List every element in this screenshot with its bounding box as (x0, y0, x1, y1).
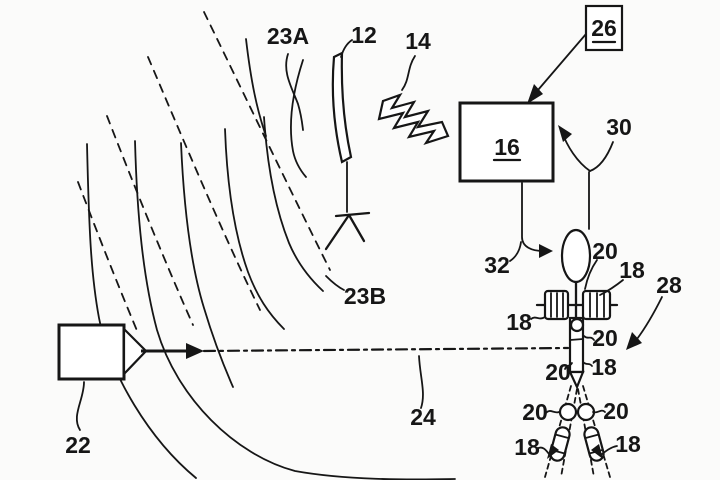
leader-18-right-lower (582, 361, 593, 367)
calf-arrowhead-left-icon (547, 444, 559, 459)
label-24: 24 (410, 404, 436, 430)
leader-28 (636, 296, 663, 340)
leader-18-left-calf (536, 446, 550, 455)
wavefront-dashed-line (203, 11, 331, 271)
chest-sensor (569, 317, 585, 333)
reflector-plate (324, 51, 371, 251)
wavefront-arc (180, 142, 234, 388)
wavefronts-solid (86, 38, 456, 480)
torso-tick (569, 338, 584, 341)
leader-30 (589, 141, 614, 172)
label-18-left-arm: 18 (506, 309, 532, 335)
label-16: 16 (494, 134, 520, 160)
leader-28-arrowhead-icon (626, 332, 642, 350)
label-18-right-calf: 18 (615, 431, 641, 457)
leader-18-upper-right (599, 279, 624, 296)
calf-sensor-left (549, 426, 571, 462)
label-20-right-knee: 20 (603, 398, 629, 424)
leader-20-right-torso (583, 335, 595, 341)
leader-23B (325, 275, 345, 291)
label-22: 22 (65, 432, 91, 458)
leader-20-left-torso (564, 362, 573, 370)
callout-box: 26 (527, 4, 624, 104)
label-23B: 23B (344, 283, 386, 309)
stand-crossbar (334, 211, 371, 218)
leader-24 (418, 355, 424, 409)
leader-20-head (584, 259, 598, 290)
leader-32-arrowhead-icon (539, 244, 553, 258)
label-32: 32 (484, 252, 510, 278)
stand-leg (347, 213, 366, 243)
beam-axis (202, 346, 570, 353)
stand-leg (324, 213, 351, 251)
label-23A: 23A (267, 23, 309, 49)
arm-sensor-right (581, 289, 612, 321)
wavefront-arc (263, 116, 324, 292)
label-18-upper-right: 18 (619, 257, 645, 283)
label-20-right-torso: 20 (592, 325, 618, 351)
leader-20-right-knee (592, 409, 606, 414)
label-26: 26 (591, 15, 617, 41)
leader-16-to-head (521, 182, 544, 252)
person-figure (535, 171, 619, 478)
leader-30-arrowhead-icon (558, 125, 572, 142)
leaders (75, 39, 663, 455)
callout-arrow-line (531, 33, 587, 98)
person-head (560, 228, 592, 284)
leader-32 (509, 241, 522, 262)
leader-14 (401, 55, 416, 91)
arm-sensor-left (543, 289, 570, 321)
knee-sensor-left (558, 402, 578, 422)
wavefront-arc (86, 143, 197, 479)
label-30: 30 (606, 114, 632, 140)
label-18-right-lower: 18 (591, 354, 617, 380)
plate-blade (331, 51, 353, 164)
transducer-box (57, 323, 126, 381)
leader-12 (340, 39, 353, 58)
label-12: 12 (351, 22, 377, 48)
leader-20-left-knee (545, 410, 560, 414)
wavefront-dashed-line (77, 181, 139, 334)
wavefront-dashed-line (147, 56, 261, 311)
wavefront-dashed-line (106, 115, 194, 326)
leader-22 (75, 381, 85, 431)
label-14: 14 (405, 28, 431, 54)
wavefront-arc (134, 140, 456, 480)
beam-dashdot-line (202, 346, 570, 353)
calf-arrowhead-right-icon (591, 444, 603, 459)
wavefront-arc (224, 128, 285, 330)
transducer-cone (122, 326, 148, 377)
person-pelvis (568, 370, 585, 390)
noise-bolt (377, 92, 450, 145)
lightning-arrow-icon (377, 92, 450, 145)
label-20-left-knee: 20 (522, 399, 548, 425)
leader-23A (285, 53, 304, 131)
processor-box-rect (458, 101, 555, 183)
leader-18-right-calf (601, 445, 618, 455)
labels: 23A 12 14 30 32 20 18 28 18 20 20 18 20 … (65, 22, 682, 460)
label-20-head: 20 (592, 238, 618, 264)
knee-sensor-right (576, 402, 596, 422)
label-28: 28 (656, 272, 682, 298)
leader-18-left-arm (530, 316, 546, 320)
callout-arrowhead-icon (527, 84, 543, 104)
wavefronts-dashed (77, 11, 331, 334)
processor-box: 16 (458, 101, 555, 183)
transducer (57, 323, 204, 381)
wavefront-arc (245, 38, 267, 137)
beam-arrowhead-icon (186, 343, 204, 359)
wavefront-arc (289, 59, 307, 178)
label-18-left-calf: 18 (514, 434, 540, 460)
label-20-left-torso: 20 (545, 359, 571, 385)
